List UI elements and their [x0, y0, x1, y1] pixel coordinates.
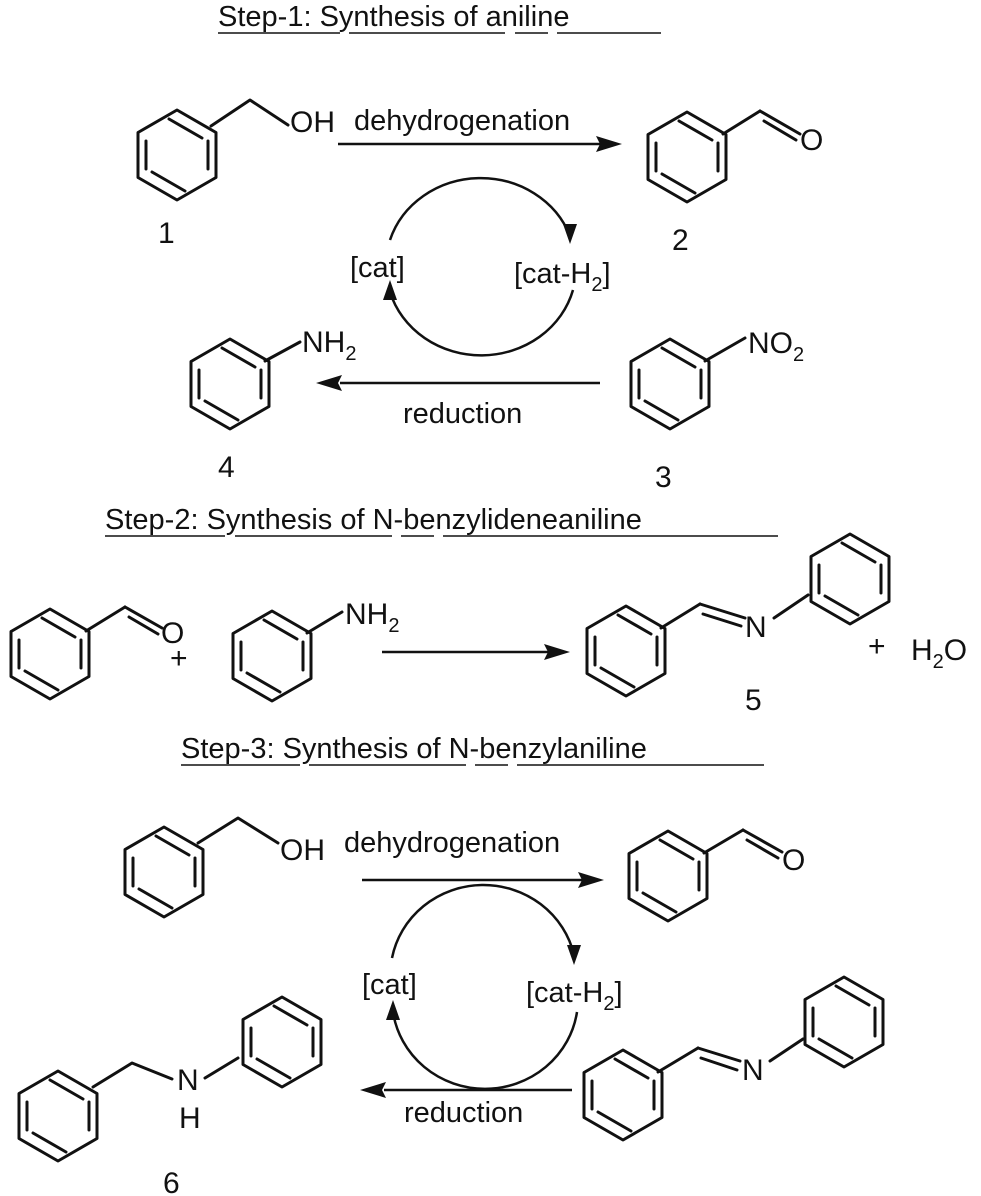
oh-label: OH [280, 834, 325, 867]
reduction-label: reduction [404, 1097, 523, 1129]
step-3: Step-3: Synthesis of N-benzylaniline OH … [17, 733, 885, 1196]
step-1: Step-1: Synthesis of aniline OH 1 dehydr… [136, 1, 823, 494]
arrow-head [596, 136, 622, 152]
dehydrogenation-label: dehydrogenation [344, 827, 560, 859]
svg-text:Step-2: Synthesis of N-benzyli: Step-2: Synthesis of N-benzylideneanilin… [105, 504, 642, 536]
step-1-title-tag: Step-1: [218, 1, 312, 33]
svg-text:Step-3: Synthesis of N-benzyla: Step-3: Synthesis of N-benzylaniline [181, 733, 647, 765]
water-label: H2O [911, 634, 967, 673]
compound-1-benzyl-alcohol: OH 1 [136, 98, 335, 250]
step-2-title-word-2: of [340, 504, 365, 536]
imine-intermediate: N [582, 975, 885, 1142]
plus-sign-2: + [868, 630, 886, 663]
compound-label-2: 2 [672, 224, 689, 257]
step-1-title-word-3: aniline [486, 1, 570, 33]
cat-label: [cat] [362, 969, 417, 1001]
dehydrogenation-label: dehydrogenation [354, 105, 570, 137]
benzaldehyde: O [9, 605, 184, 701]
nh2-label: NH2 [345, 598, 399, 637]
arrow-head [578, 872, 604, 888]
cat-label: [cat] [350, 252, 405, 284]
compound-label-5: 5 [745, 684, 762, 717]
step-1-title-word-1: Synthesis [320, 1, 446, 33]
compound-label-6: 6 [163, 1167, 180, 1196]
n-label: N [742, 1054, 764, 1087]
no2-label: NO2 [748, 327, 804, 366]
o-label: O [800, 124, 823, 157]
o-label: O [782, 844, 805, 877]
plus-sign: + [170, 642, 188, 675]
aniline: NH2 [231, 598, 399, 703]
step-2-title-tag: Step-2: [105, 504, 199, 536]
step-3-title: Step-3: Synthesis of N-benzylaniline [181, 733, 764, 766]
n-label: N [745, 611, 767, 644]
cat-h2-label: [cat-H2] [514, 258, 611, 296]
step-3-title-word-1: Synthesis [283, 733, 409, 765]
compound-label-4: 4 [218, 451, 235, 484]
nh2-label: NH2 [302, 326, 356, 365]
step-2: Step-2: Synthesis of N-benzylideneanilin… [9, 504, 967, 717]
compound-label-1: 1 [158, 217, 175, 250]
catalytic-cycle-2: [cat] [cat-H2] [362, 883, 623, 1091]
benzaldehyde-intermediate: O [627, 828, 805, 923]
svg-text:Step-1: Synthesis of aniline: Step-1: Synthesis of aniline [218, 1, 569, 33]
compound-label-3: 3 [655, 461, 672, 494]
step-3-title-word-3: N-benzylaniline [449, 733, 647, 765]
step-3-title-tag: Step-3: [181, 733, 275, 765]
h-label: H [179, 1102, 201, 1135]
n-label: N [177, 1064, 199, 1097]
step-2-title: Step-2: Synthesis of N-benzylideneanilin… [105, 504, 778, 537]
compound-4-aniline: NH2 4 [189, 326, 356, 484]
o-label: O [161, 617, 184, 650]
compound-2-benzaldehyde: O 2 [646, 109, 823, 257]
step-2-title-word-3: N-benzylideneaniline [373, 504, 642, 536]
compound-6-n-benzylaniline: N H 6 [17, 995, 323, 1196]
oh-label: OH [290, 106, 335, 139]
catalytic-cycle-1: [cat] [cat-H2] [350, 176, 611, 357]
step-2-title-word-1: Synthesis [207, 504, 333, 536]
cat-h2-label: [cat-H2] [526, 977, 623, 1015]
arrow-head [316, 375, 342, 391]
reduction-label: reduction [403, 398, 522, 430]
step-1-title: Step-1: Synthesis of aniline [218, 1, 661, 34]
arrow-head [544, 644, 570, 660]
step-1-title-word-2: of [453, 1, 478, 33]
compound-5-n-benzylideneaniline: N 5 [585, 532, 891, 717]
compound-3-nitrobenzene: NO2 3 [629, 327, 804, 494]
benzyl-alcohol: OH [123, 816, 325, 919]
arrow-head [360, 1082, 386, 1098]
step-3-title-word-2: of [416, 733, 441, 765]
